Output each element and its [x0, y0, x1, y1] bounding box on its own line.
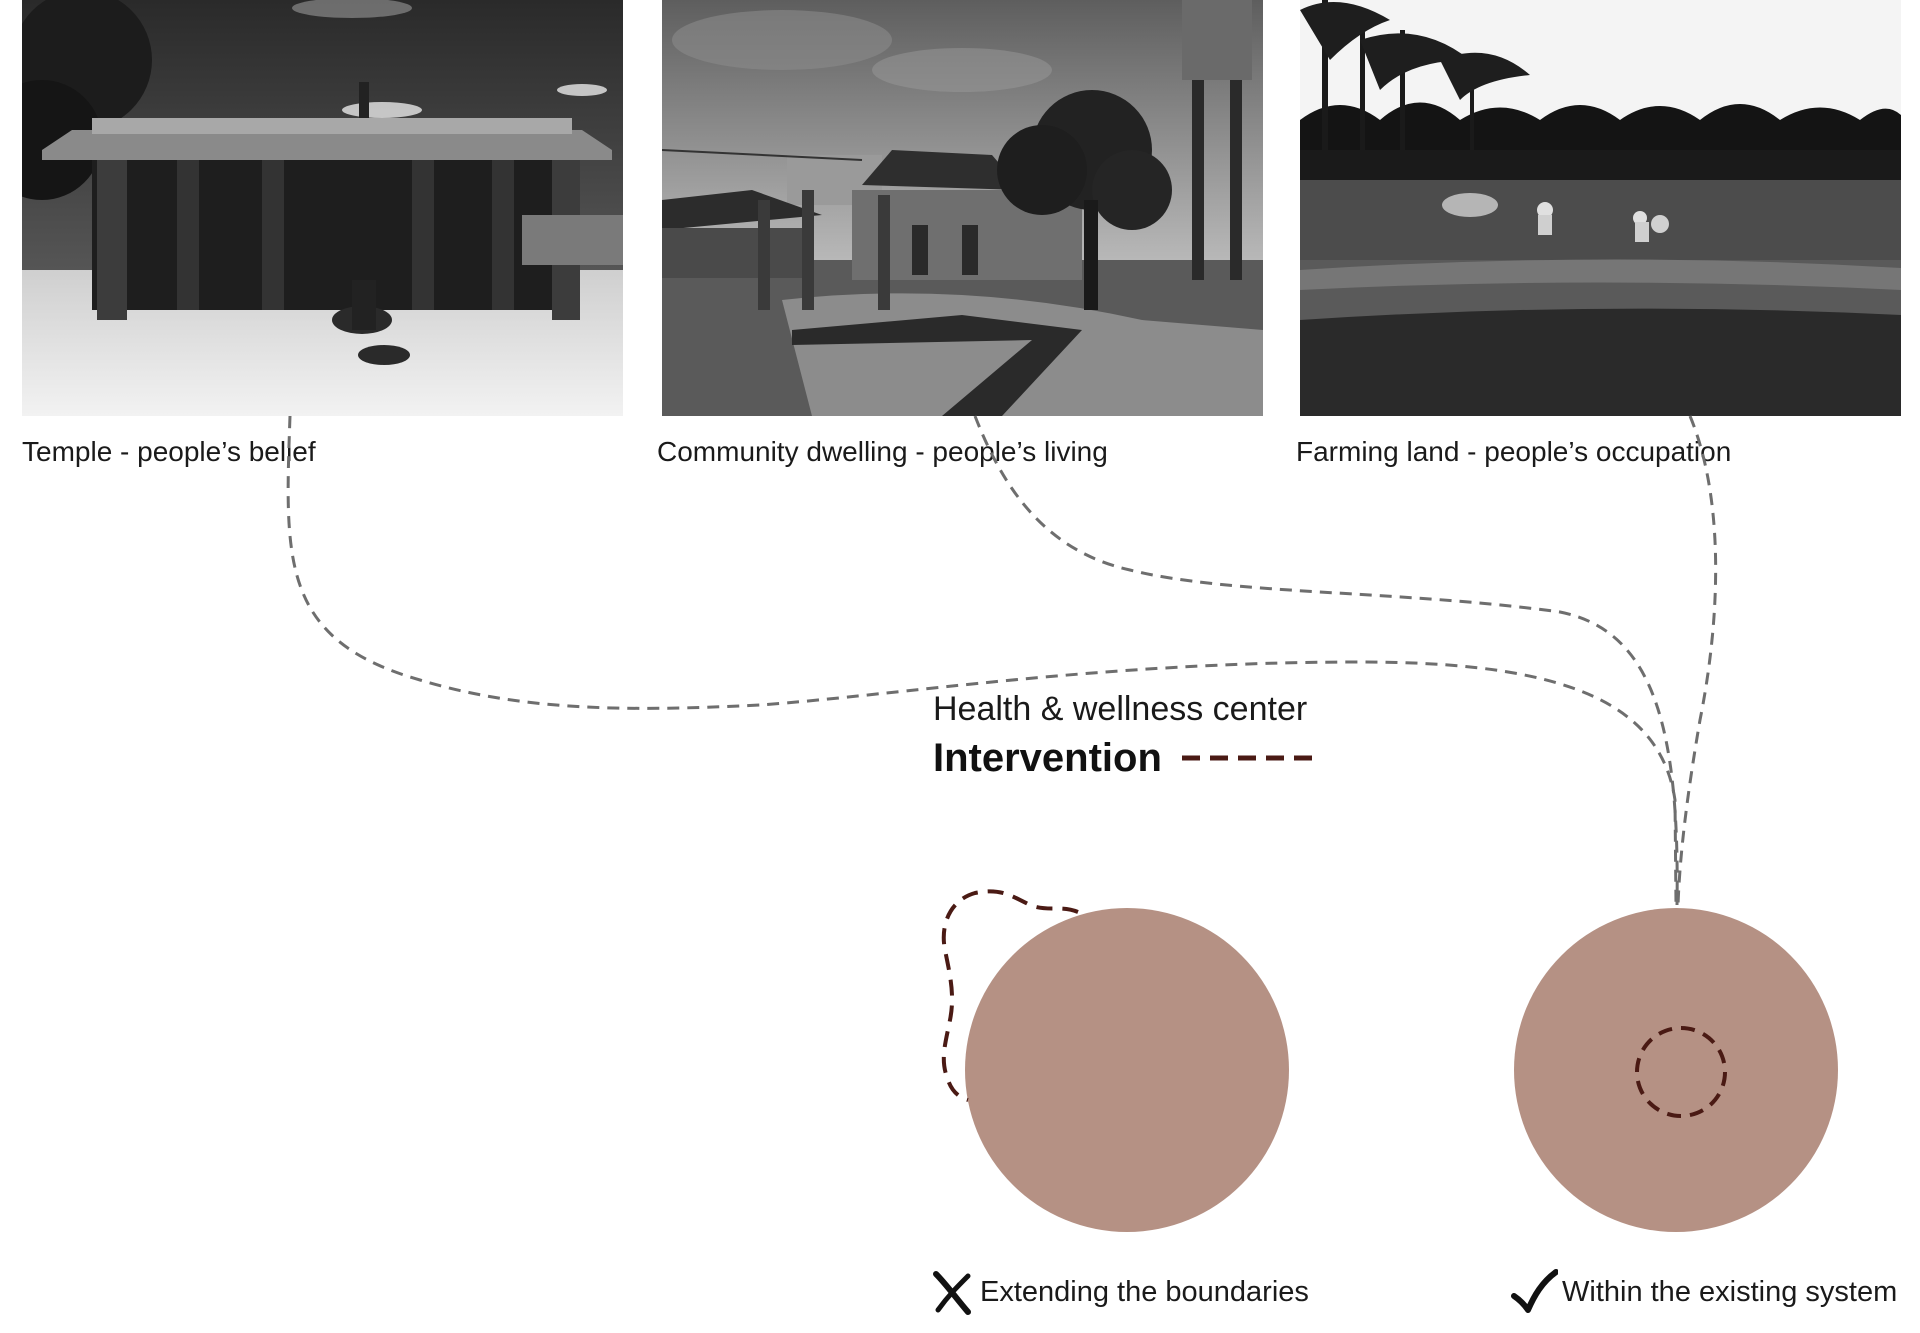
- option-within-label: Within the existing system: [1562, 1276, 1898, 1308]
- farm-photo-image: [1300, 0, 1901, 416]
- temple-photo: [22, 0, 623, 416]
- farm-photo: [1300, 0, 1901, 416]
- connector-dwelling: [973, 415, 1679, 906]
- intervention-dash-swatch: [1181, 755, 1322, 761]
- dwelling-photo: [662, 0, 1263, 416]
- option-extending: Extending the boundaries: [928, 1268, 1309, 1316]
- boundary-circle-left: [965, 908, 1289, 1232]
- connector-farm: [1676, 415, 1718, 906]
- farm-caption: Farming land - people’s occupation: [1296, 436, 1732, 467]
- option-within: Within the existing system: [1510, 1268, 1897, 1316]
- dwelling-caption: Community dwelling - people’s living: [657, 436, 1108, 467]
- boundary-circle-right: [1514, 908, 1838, 1232]
- connector-temple: [286, 415, 1678, 906]
- cross-icon: [933, 1271, 971, 1315]
- dwelling-photo-image: [662, 0, 1263, 416]
- intervention-label: Intervention: [933, 736, 1162, 780]
- check-icon: [1511, 1269, 1558, 1313]
- temple-caption: Temple - people’s belief: [22, 436, 316, 467]
- center-title: Health & wellness center: [933, 690, 1308, 728]
- option-extending-label: Extending the boundaries: [980, 1276, 1309, 1308]
- intervention-legend: Intervention: [933, 733, 1322, 783]
- temple-photo-image: [22, 0, 623, 416]
